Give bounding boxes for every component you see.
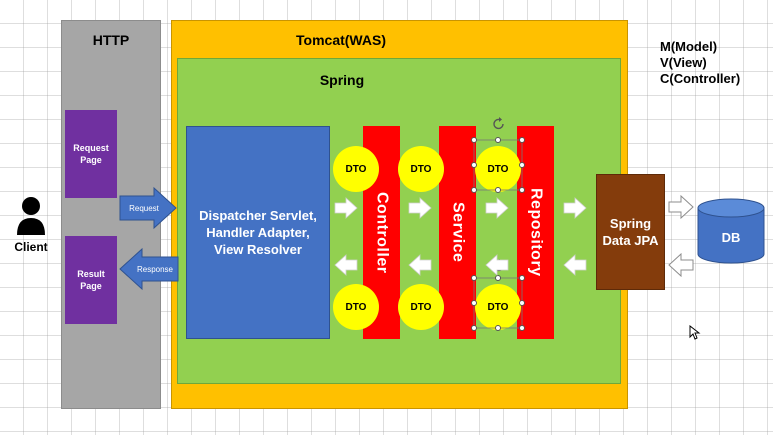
mvc-model-text: M(Model) <box>660 39 718 54</box>
person-icon <box>17 197 45 235</box>
result-page-box: Result Page <box>65 236 117 324</box>
request-page-label: Request Page <box>73 143 109 165</box>
service-box: Service <box>439 126 476 339</box>
controller-label: Controller <box>373 191 391 274</box>
arrow-left-icon <box>334 254 358 276</box>
arrow-right-icon <box>485 197 509 219</box>
dto-circle: DTO <box>333 284 379 330</box>
arrow-right-icon <box>408 197 432 219</box>
response-arrow <box>119 247 179 291</box>
spring-label: Spring <box>319 72 365 88</box>
http-label: HTTP <box>92 32 130 48</box>
selection-frame-top <box>471 137 525 193</box>
tomcat-label: Tomcat(WAS) <box>296 32 386 48</box>
controller-box: Controller <box>363 126 400 339</box>
client-label: Client <box>14 240 48 254</box>
arrow-right-icon <box>334 197 358 219</box>
selection-frame-bottom <box>471 275 525 331</box>
dto-circle: DTO <box>398 284 444 330</box>
repository-label: Repository <box>527 188 545 277</box>
request-arrow <box>119 186 177 230</box>
dto-circle: DTO <box>475 146 521 192</box>
request-label: Request <box>129 203 159 213</box>
arrow-left-icon <box>563 254 587 276</box>
dto-circle: DTO <box>475 284 521 330</box>
db-label: DB <box>721 229 741 245</box>
dispatcher-box: Dispatcher Servlet, Handler Adapter, Vie… <box>186 126 330 339</box>
arrow-left-icon <box>408 254 432 276</box>
service-label: Service <box>449 202 467 263</box>
arrow-left-icon <box>485 254 509 276</box>
mouse-cursor-icon <box>689 325 701 340</box>
dto-circle: DTO <box>398 146 444 192</box>
mvc-controller-text: C(Controller) <box>660 71 741 86</box>
arrow-right-icon <box>668 195 694 219</box>
request-page-box: Request Page <box>65 110 117 198</box>
mvc-legend: M(Model) V(View) C(Controller) <box>660 39 770 87</box>
dto-circle: DTO <box>333 146 379 192</box>
arrow-left-icon <box>668 253 694 277</box>
result-page-label: Result Page <box>77 269 105 291</box>
response-label: Response <box>136 264 174 274</box>
mvc-view-text: V(View) <box>660 55 707 70</box>
arrow-right-icon <box>563 197 587 219</box>
spring-data-jpa-box: Spring Data JPA <box>596 174 665 290</box>
db-cylinder <box>697 198 765 264</box>
dispatcher-label: Dispatcher Servlet, Handler Adapter, Vie… <box>199 208 317 257</box>
rotate-handle-icon[interactable] <box>491 116 507 132</box>
spring-data-jpa-label: Spring Data JPA <box>602 216 659 248</box>
